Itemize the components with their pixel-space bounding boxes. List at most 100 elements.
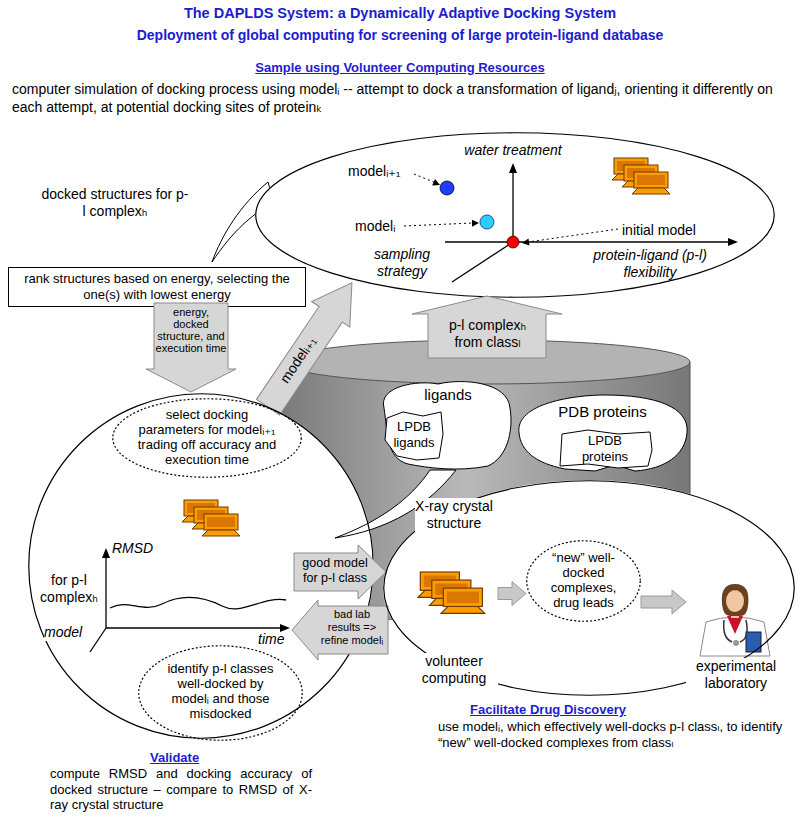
leader-arrowhead [432,179,440,185]
block-arrow: energy, docked structure, and execution … [146,303,236,392]
node-text: water treatment [453,142,573,159]
node-text: p-l complexₕ from classₗ [440,317,535,351]
node-text: protein-ligand (p-l) flexibility [570,247,730,281]
node-text: LPDB ligands [383,419,445,450]
database-subset: LPDB ligands [383,410,445,462]
node-text: rank structures based on energy, selecti… [12,271,302,302]
process-box: rank structures based on energy, selecti… [8,267,306,307]
step-ellipse-shape [113,399,302,478]
node-text: sampling strategy [366,246,438,280]
node-text: experimental laboratory [686,658,786,692]
node-text: time [258,631,294,648]
region-ground [255,132,775,298]
database-set: ligandsLPDB ligands [378,378,513,470]
illustration-part [528,229,618,242]
node-text: bad lab results => refine modelᵢ [318,608,386,648]
node-text: modelᵢ [355,218,415,235]
database-set-shape [519,395,687,471]
result-ellipse: “new” well-docked complexes, drug leads [526,540,641,622]
axis-arrowhead [728,238,738,246]
sampling-axes [445,170,730,282]
illustration-part [106,627,282,628]
validate-region-shape [29,394,374,739]
illustration-part [726,590,744,612]
callout-label: X-ray crystal structure [415,498,493,532]
illustration-part [452,242,513,282]
illustration-part [105,556,106,628]
block-arrow-shape [249,270,371,420]
node-text: use modelᵢ, which effectively well-docks… [438,719,793,750]
computers-icon [182,500,240,536]
node-text: select docking parameters for modelᵢ₊₁ t… [132,408,282,468]
leader-arrowhead [522,239,530,246]
callout-label: docked structures for p-l complexₕ [40,186,190,220]
node-text: “new” well-docked complexes, drug leads [538,551,629,611]
illustration-part [722,584,749,616]
illustration-part [90,628,106,652]
step-ellipse: select docking parameters for modelᵢ₊₁ t… [112,398,302,478]
node-text: energy, docked structure, and execution … [155,306,227,354]
subtitle: Deployment of global computing for scree… [100,27,700,44]
axis-arrowhead [280,624,290,632]
region-ground [383,480,795,696]
node-text: volunteer computing [410,653,498,687]
node-text: Validate [150,750,230,766]
node-text: RMSD [112,540,162,557]
computers-icon [612,158,670,194]
block-arrow-shape [292,600,388,660]
block-arrow: good model for p-l class [294,545,386,599]
node-text: ligands [415,386,481,404]
axis-arrowhead [509,163,517,173]
block-arrow: p-l complexₕ from classₗ [412,296,562,358]
illustration-part [418,572,485,613]
leader-arrows [404,174,618,242]
process-box-shape [9,268,306,307]
computers-icon [418,572,485,613]
doctor-figure [700,584,770,656]
illustration-part [700,617,770,656]
illustration-part [445,241,730,242]
database-set: PDB proteinsLPDB proteins [515,393,690,473]
illustration-part [110,597,286,608]
sampling-region: Sample using Volunteer Computing Resourc… [255,132,775,298]
flow-arrow [641,590,686,614]
node-text: compute RMSD and docking accuracy of doc… [50,766,312,813]
node-text: LPDB proteins [570,433,640,464]
database-subset-shape [560,430,652,468]
illustration-part [727,616,743,634]
node-text: Sample using Volunteer Computing Resourc… [200,60,600,76]
sampling-region-shape [256,133,775,298]
illustration-part [414,174,436,183]
step-ellipse-shape [139,646,303,741]
title: The DAPLDS System: a Dynamically Adaptiv… [100,5,700,22]
node-text: computer simulation of docking process u… [12,80,788,116]
result-ellipse-shape [527,541,641,622]
flow-arrow [498,582,526,606]
database-set-shape [383,382,511,470]
illustration-part [724,620,747,642]
illustration-part [512,170,513,242]
model-dot [480,215,494,229]
block-arrow-shape [294,545,386,599]
illustration-part [733,640,739,646]
node-text: initial model [622,222,727,239]
computers-node: volunteer computing [410,565,498,693]
discovery-region-shape [384,481,795,696]
block-arrow-shape [412,296,562,358]
node-text: Facilitate Drug Discovery [470,702,690,718]
block-arrow-shape [146,303,236,392]
node-text: identify p-l classes well-docked by mode… [158,662,283,722]
laboratory-node: experimental laboratory [686,582,786,694]
region-ground [28,393,374,739]
rmsd-axes [90,556,286,652]
illustration-part [404,223,473,226]
illustration-part [726,591,744,596]
node-text: modelᵢ₊₁ [348,163,428,180]
model-dot [507,236,519,248]
axis-arrowhead [102,548,110,558]
node-text: PDB proteins [540,403,665,421]
database-subset: LPDB proteins [558,430,653,468]
step-ellipse: identify p-l classes well-docked by mode… [138,645,303,741]
model-dot [440,181,454,195]
